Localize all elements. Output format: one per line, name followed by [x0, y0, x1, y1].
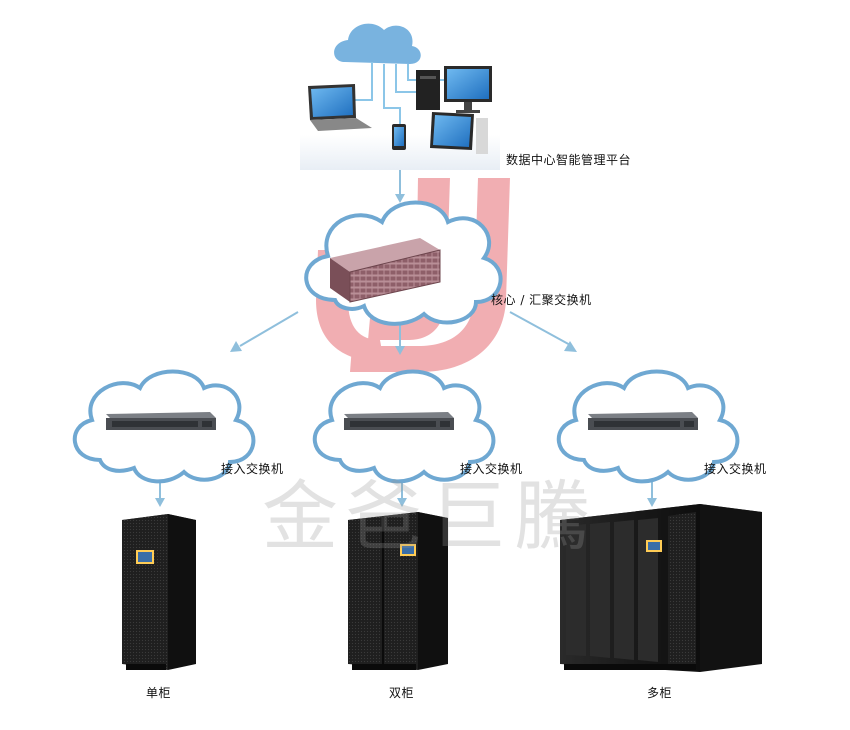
cloud-icon	[334, 23, 421, 64]
single-cabinet-label: 单柜	[146, 686, 172, 700]
core-switch-label: 核心 / 汇聚交换机	[491, 293, 592, 307]
watermark-text: 金爸巨騰	[262, 472, 598, 561]
access-switch-label-3: 接入交换机	[704, 462, 767, 476]
switch-icon	[106, 412, 216, 430]
tablet-icon	[430, 112, 474, 150]
double-cabinet-icon	[348, 512, 448, 670]
pc-tower-icon	[416, 70, 440, 110]
multi-cabinet-icon	[560, 504, 762, 672]
connection-arrows	[155, 170, 657, 507]
laptop-icon	[308, 84, 372, 131]
switch-icon	[344, 412, 454, 430]
platform-label: 数据中心智能管理平台	[506, 153, 632, 167]
switch-icon	[588, 412, 698, 430]
multi-cabinet-label: 多柜	[647, 686, 673, 700]
phone-icon	[392, 124, 406, 150]
access-switch-label-1: 接入交换机	[221, 462, 284, 476]
double-cabinet-label: 双柜	[389, 686, 415, 700]
desktop-monitor-icon	[444, 66, 492, 113]
access-switch-label-2: 接入交换机	[460, 462, 523, 476]
single-cabinet-icon	[122, 514, 196, 670]
core-router-icon	[330, 238, 441, 303]
platform-illustration	[300, 23, 500, 170]
